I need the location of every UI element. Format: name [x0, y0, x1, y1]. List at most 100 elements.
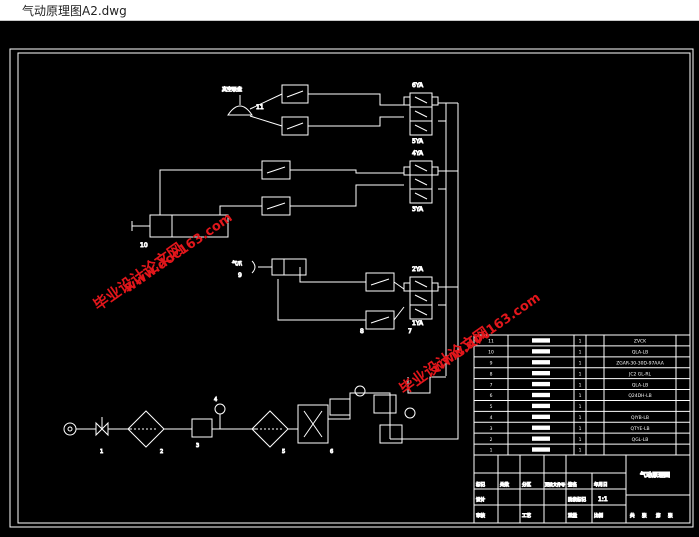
- parts-row-bar: [532, 414, 550, 419]
- parts-row-name: Q24DH-LB: [628, 393, 651, 399]
- parts-row-qty: 1: [579, 415, 582, 421]
- drawing-scale: 1:1: [598, 496, 608, 503]
- parts-row-no: 3: [490, 426, 493, 432]
- parts-row-bar: [532, 436, 550, 441]
- label-air: 气爪: [232, 260, 242, 267]
- parts-row-name: QTYE-LB: [630, 426, 649, 432]
- label-4ya: 4YA: [412, 150, 424, 157]
- label-2ya: 2YA: [412, 266, 424, 273]
- tb-cell-change-no: 更改文件号: [545, 481, 565, 487]
- label-9: 9: [238, 272, 242, 279]
- pipe-lines: [159, 93, 405, 321]
- title-block: [473, 454, 691, 524]
- watermark-2-url: www.doc163.com: [430, 290, 544, 376]
- parts-row-bar: [532, 447, 550, 452]
- label-5ya: 5YA: [412, 138, 424, 145]
- parts-row-name: ZGAR-30-30D-97AAA: [616, 360, 665, 366]
- outer-frame: [9, 48, 694, 528]
- document-title: 气动原理图A2.dwg: [22, 4, 127, 18]
- parts-row-qty: 1: [579, 437, 582, 443]
- parts-row-qty: 1: [579, 448, 582, 454]
- air-gripper-9: [251, 258, 307, 276]
- tb-cell-total: 共: [630, 512, 635, 519]
- label-3: 3: [196, 443, 199, 449]
- parts-row-no: 1: [490, 448, 493, 454]
- tb-cell-ratio: 比例: [594, 512, 603, 519]
- tb-cell-sheets: 张: [642, 512, 647, 519]
- air-supply-unit: [63, 376, 446, 448]
- label-3ya: 3YA: [412, 206, 424, 213]
- cad-drawing-canvas[interactable]: 6YA 5YA 4YA 3YA 2YA 1YA 7 8: [0, 21, 699, 537]
- parts-row-bar: [532, 371, 550, 376]
- parts-row-bar: [532, 349, 550, 354]
- pneumatic-diagram: 6YA 5YA 4YA 3YA 2YA 1YA 7 8: [9, 48, 694, 528]
- tb-cell-weight: 重量: [568, 512, 577, 519]
- label-11: 11: [256, 104, 264, 111]
- tb-cell-date: 年月日: [594, 481, 608, 488]
- parts-row-no: 6: [490, 393, 493, 399]
- label-6: 6: [330, 449, 333, 455]
- parts-row-bar: [532, 392, 550, 398]
- drawing-title: 气动原理图: [640, 471, 670, 479]
- label-4: 4: [214, 397, 217, 403]
- watermark-1: 毕业设计论文网 www.doc163.com: [90, 210, 235, 314]
- tb-cell-stage: 阶段标记: [568, 496, 586, 503]
- parts-row-no: 2: [490, 437, 493, 443]
- label-6ya: 6YA: [412, 82, 424, 89]
- parts-row-name: ZVCK: [634, 339, 647, 345]
- label-2: 2: [160, 449, 163, 455]
- parts-row-name: QLA-LB: [632, 350, 648, 356]
- parts-row-bar: [532, 381, 550, 387]
- parts-row-bar: [532, 403, 550, 409]
- parts-row-qty: 1: [579, 426, 582, 432]
- tb-cell-design: 设计: [476, 496, 485, 503]
- valve-2ya-1ya: [403, 276, 458, 320]
- label-7: 7: [408, 328, 412, 335]
- parts-row-name: QIYB-LB: [631, 415, 649, 421]
- parts-row-qty: 1: [579, 404, 582, 410]
- parts-row-no: 4: [490, 415, 493, 421]
- label-1ya: 1YA: [412, 320, 424, 327]
- vacuum-sucker: [227, 95, 253, 116]
- parts-row-qty: 1: [579, 339, 582, 345]
- valve-6ya-5ya: [403, 92, 458, 136]
- parts-row-bar: [532, 425, 550, 430]
- parts-row-qty: 1: [579, 371, 582, 377]
- parts-row-name: JC2 GL-RL: [628, 371, 651, 377]
- parts-row-no: 5: [490, 404, 493, 410]
- parts-row-qty: 1: [579, 350, 582, 356]
- tb-cell-mark: 标记: [476, 481, 485, 488]
- parts-row-no: 9: [490, 360, 493, 366]
- cylinder-10: [131, 214, 229, 238]
- label-10: 10: [140, 242, 148, 249]
- flow-control-valves: [261, 84, 395, 330]
- parts-row-qty: 1: [579, 360, 582, 366]
- parts-row-no: 11: [488, 339, 494, 345]
- watermark-1-url: www.doc163.com: [122, 210, 236, 296]
- parts-row-bar: [532, 360, 550, 365]
- parts-row-qty: 1: [579, 382, 582, 388]
- tb-cell-sheet-no: 第: [656, 512, 661, 519]
- tb-cell-review: 审核: [476, 512, 485, 519]
- parts-row-no: 7: [490, 382, 493, 388]
- parts-row-no: 8: [490, 371, 493, 377]
- valve-4ya-3ya: [403, 160, 458, 204]
- tb-cell-zone: 分区: [522, 481, 531, 488]
- document-tab[interactable]: 气动原理图A2.dwg: [0, 0, 699, 21]
- label-sucker: 真空吸盘: [222, 86, 242, 93]
- parts-row-qty: 1: [579, 393, 582, 399]
- label-1: 1: [100, 449, 103, 455]
- label-5: 5: [282, 449, 285, 455]
- label-8: 8: [360, 328, 364, 335]
- parts-row-bar: [532, 338, 550, 343]
- tb-cell-process: 工艺: [522, 513, 531, 519]
- tb-cell-sign: 签名: [568, 481, 577, 488]
- parts-row-name: QGL-LB: [632, 437, 649, 443]
- parts-row-no: 10: [488, 350, 494, 356]
- inner-frame: [17, 52, 691, 524]
- main-supply-line: [390, 103, 459, 440]
- tb-cell-count: 处数: [500, 481, 509, 488]
- watermark-2: 毕业设计论文网 www.doc163.com: [396, 290, 543, 398]
- tb-cell-sheet: 张: [668, 512, 673, 519]
